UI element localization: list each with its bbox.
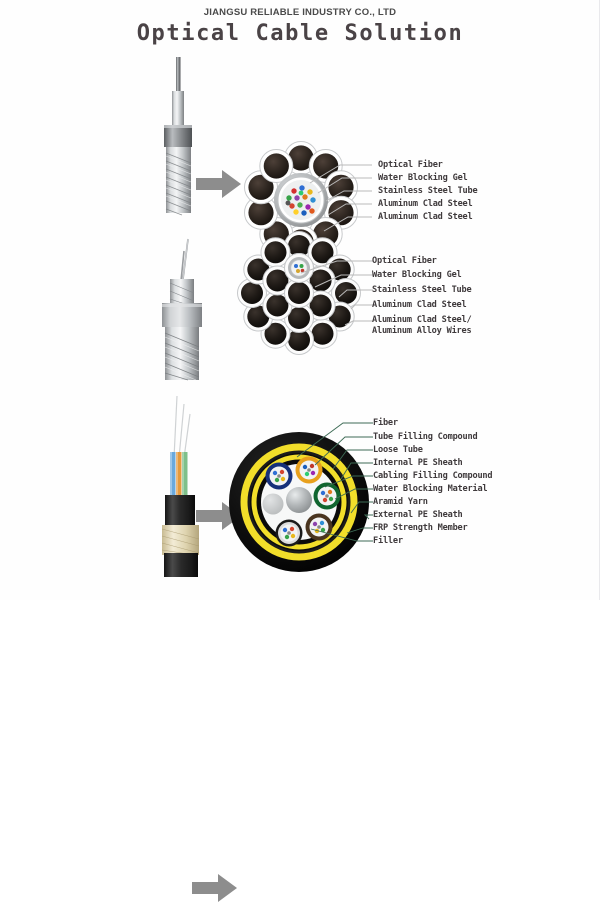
filler <box>262 493 284 515</box>
label-item: Cabling Filling Compound <box>373 471 493 481</box>
label-item: Aluminum Clad Steel <box>378 212 473 222</box>
section-opgw-central-tube: Optical Fiber Water Blocking Gel Stainle… <box>0 55 600 259</box>
arrow-icon-1 <box>196 170 241 198</box>
label-item: Stainless Steel Tube <box>372 285 472 295</box>
label-item: Aluminum Clad Steel <box>372 300 467 310</box>
stranded-wires <box>237 231 361 355</box>
label-item: FRP Strength Member <box>373 523 468 533</box>
label-item: Aluminum Clad Steel/ Aluminum Alloy Wire… <box>372 315 472 336</box>
aramid-yarn <box>240 443 358 561</box>
leader-lines-3 <box>296 422 373 542</box>
label-item: Internal PE Sheath <box>373 458 463 468</box>
label-item: Stainless Steel Tube <box>378 186 478 196</box>
section-adss: Fiber Tube Filling Compound Loose Tube I… <box>0 392 600 902</box>
label-item: Water Blocking Material <box>373 484 488 494</box>
section-opgw-stranded: Optical Fiber Water Blocking Gel Stainle… <box>0 225 600 530</box>
cable-photo-opgw-stranded <box>162 238 202 381</box>
frp-strength-member <box>286 487 312 513</box>
cross-section-adss <box>229 432 369 572</box>
label-item: External PE Sheath <box>373 510 463 520</box>
label-item: Aramid Yarn <box>373 497 428 507</box>
cable-photo-opgw-central <box>164 57 192 216</box>
label-item: Water Blocking Gel <box>378 173 468 183</box>
leader-lines-2 <box>300 260 373 326</box>
arrow-icon-3 <box>192 874 237 902</box>
stainless-steel-tube-unit <box>284 253 314 283</box>
label-item: Tube Filling Compound <box>373 432 478 442</box>
leader-lines-1 <box>309 164 372 232</box>
label-item: Loose Tube <box>373 445 423 455</box>
loose-tubes <box>265 456 341 547</box>
label-item: Fiber <box>373 418 398 428</box>
optical-fibers <box>285 185 316 216</box>
page-title: Optical Cable Solution <box>136 21 464 46</box>
label-item: Optical Fiber <box>372 256 437 266</box>
label-item: Aluminum Clad Steel <box>378 199 473 209</box>
label-item: Filler <box>373 536 403 546</box>
cross-section-opgw-stranded <box>237 231 361 355</box>
cable-photo-adss <box>161 395 200 577</box>
label-item: Water Blocking Gel <box>372 270 462 280</box>
company-name: JIANGSU RELIABLE INDUSTRY CO., LTD <box>203 7 397 18</box>
label-item: Optical Fiber <box>378 160 443 170</box>
